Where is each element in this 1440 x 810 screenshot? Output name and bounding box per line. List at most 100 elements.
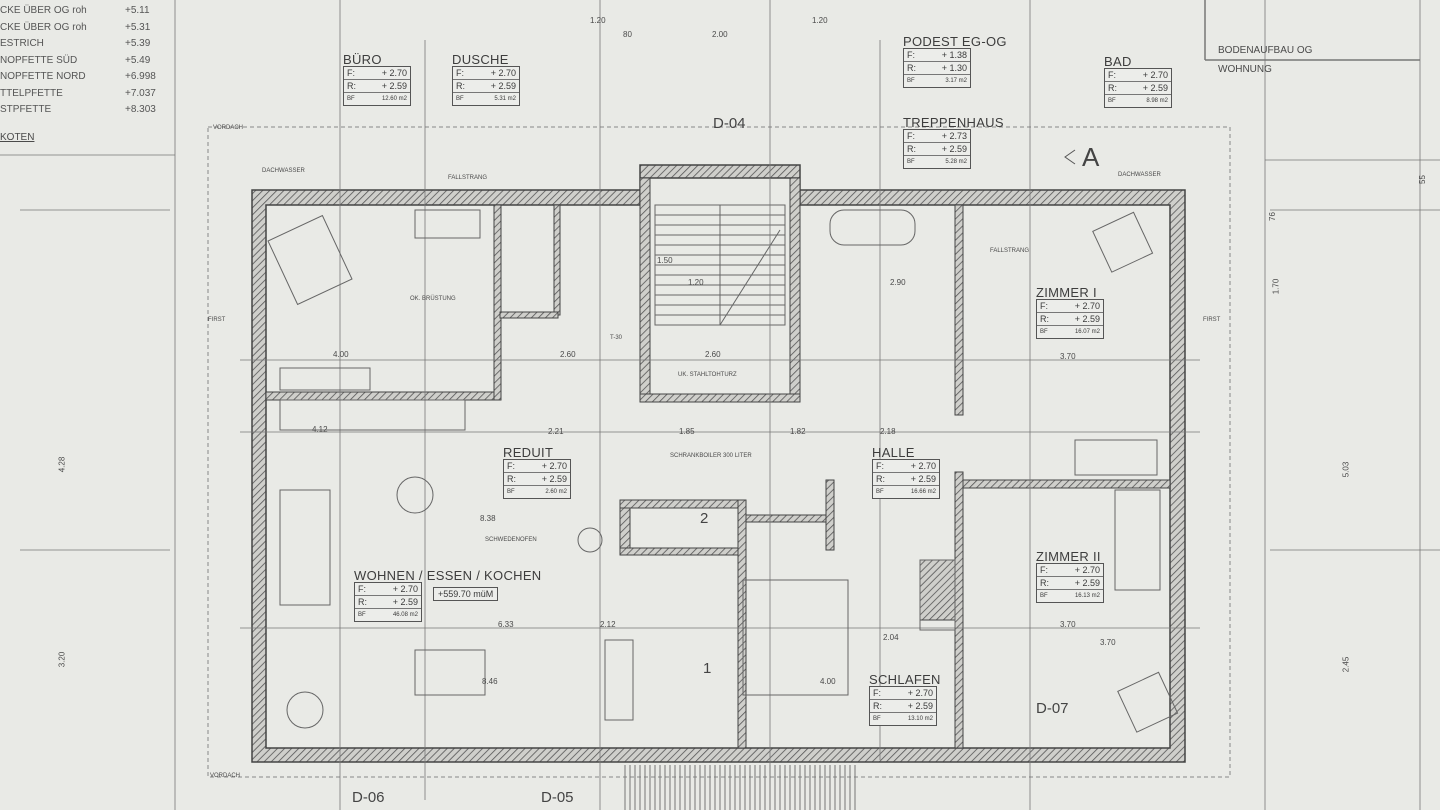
- row-key: F:: [1040, 301, 1048, 311]
- row-value: + 1.38: [941, 50, 967, 60]
- row-key: BF: [907, 78, 915, 84]
- room-row-r: R: + 2.59: [344, 80, 410, 93]
- row-value: + 2.59: [1142, 83, 1168, 93]
- row-value: + 1.30: [941, 63, 967, 73]
- row-value: + 2.70: [541, 461, 567, 471]
- dimension-label: 2.45: [1341, 656, 1351, 673]
- dimension-label: 4.00: [820, 677, 836, 686]
- plan-annotation: VORDACH: [213, 125, 244, 131]
- row-value: 5.31 m2: [494, 96, 516, 102]
- dimension-label: 3.70: [1060, 352, 1076, 361]
- dimension-label: 3.70: [1060, 620, 1076, 629]
- balcony-grating: [624, 765, 856, 810]
- room-name: HALLE: [872, 445, 915, 460]
- room-row-f: F:+ 1.38: [904, 49, 970, 62]
- floor-build-title: BODENAUFBAU OG: [1218, 45, 1313, 56]
- dimension-label: 80: [623, 30, 632, 39]
- legend-value: +5.31: [125, 21, 151, 33]
- dimension-label: 2.60: [560, 350, 576, 359]
- row-value: + 2.70: [1074, 565, 1100, 575]
- dimension-label: 2.90: [890, 278, 906, 287]
- room-row-r: R:+ 2.59: [904, 143, 970, 156]
- dimension-label: 2.00: [712, 30, 728, 39]
- row-key: F:: [1108, 70, 1116, 80]
- row-value: + 2.59: [381, 81, 407, 91]
- row-key: F:: [1040, 565, 1048, 575]
- row-value: + 2.73: [941, 131, 967, 141]
- room-row-f: F:+ 2.70: [1037, 300, 1103, 313]
- legend-row: ESTRICH+5.39: [0, 38, 160, 49]
- detail-d06: D-06: [352, 789, 385, 806]
- legend-footer: KOTEN: [0, 132, 35, 143]
- room-name: BÜRO: [343, 52, 382, 67]
- room-row-area: BF 12.60 m2: [344, 93, 410, 105]
- row-value: + 2.70: [381, 68, 407, 78]
- room-row-f: F:+ 2.70: [870, 687, 936, 700]
- row-key: BF: [347, 96, 355, 102]
- legend-row: NOPFETTE NORD+6.998: [0, 71, 160, 82]
- row-value: 12.60 m2: [381, 96, 407, 102]
- row-key: BF: [456, 96, 464, 102]
- room-name: DUSCHE: [452, 52, 509, 67]
- row-key: R:: [907, 63, 916, 73]
- dimension-label: 1.20: [812, 16, 828, 25]
- row-key: F:: [358, 584, 366, 594]
- dimension-label: 3.20: [57, 651, 67, 668]
- row-key: R:: [907, 144, 916, 154]
- plan-annotation: FIRST: [208, 317, 226, 323]
- row-value: 46.08 m2: [392, 612, 418, 618]
- row-value: + 2.59: [490, 81, 516, 91]
- plan-annotation: SCHWEDENOFEN: [485, 537, 537, 543]
- row-key: F:: [456, 68, 464, 78]
- row-key: BF: [907, 159, 915, 165]
- plan-annotation: FIRST: [1203, 317, 1221, 323]
- room-row-area: BF 3.17 m2: [904, 75, 970, 87]
- row-value: 3.17 m2: [945, 78, 967, 84]
- room-name: REDUIT: [503, 445, 554, 460]
- stair-number-1: 1: [703, 660, 712, 677]
- detail-d04: D-04: [713, 115, 746, 132]
- row-value: 5.28 m2: [945, 159, 967, 165]
- detail-d07: D-07: [1036, 700, 1069, 717]
- dimension-label: 1.70: [1271, 278, 1281, 295]
- row-value: 16.07 m2: [1074, 329, 1100, 335]
- staircase: [654, 204, 786, 326]
- room-name: TREPPENHAUS: [903, 115, 1004, 130]
- legend-label: CKE ÜBER OG roh: [0, 21, 87, 33]
- room-name: PODEST EG-OG: [903, 34, 1007, 49]
- room-row-f: F:+ 2.70: [344, 67, 410, 80]
- dimension-label: 8.38: [480, 514, 496, 523]
- row-key: F:: [507, 461, 515, 471]
- room-row-r: R:+ 2.59: [453, 80, 519, 93]
- room-row-f: F:+ 2.70: [355, 583, 421, 596]
- row-key: F:: [907, 131, 915, 141]
- room-row-r: R: + 1.30: [904, 62, 970, 75]
- row-value: + 2.59: [1074, 578, 1100, 588]
- roof-outline: [207, 126, 1231, 778]
- floor-build-subtitle: WOHNUNG: [1218, 64, 1272, 75]
- legend-label: TTELPFETTE: [0, 87, 63, 99]
- room-name: SCHLAFEN: [869, 672, 941, 687]
- row-value: + 2.59: [1074, 314, 1100, 324]
- plan-annotation: T-30: [610, 335, 623, 341]
- row-key: R:: [347, 81, 356, 91]
- plan-annotation: FALLSTRANG: [448, 175, 488, 181]
- room-row-area: BF 5.31 m2: [453, 93, 519, 105]
- row-value: + 2.70: [910, 461, 936, 471]
- legend-label: CKE ÜBER OG roh: [0, 5, 87, 16]
